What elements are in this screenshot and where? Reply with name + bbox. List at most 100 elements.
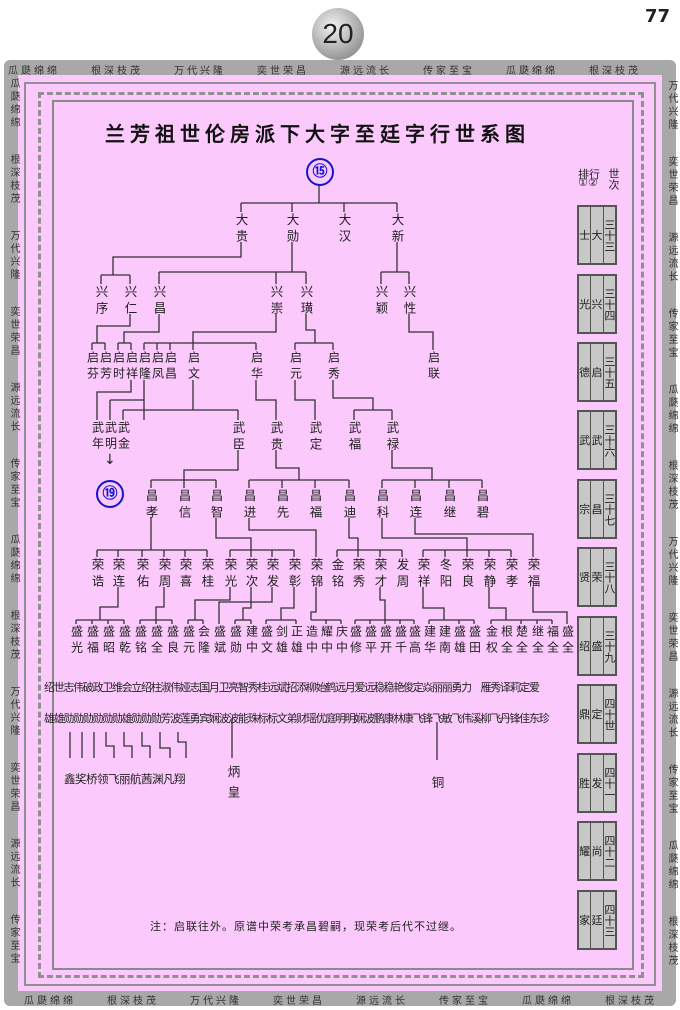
generation-cell-gen: 三十六 — [602, 423, 616, 457]
person-node: 荣孝 — [503, 558, 519, 591]
person-node: 盛千 — [393, 625, 408, 657]
person-node: 启祥 — [124, 351, 139, 383]
person-node: 荣光 — [222, 558, 238, 591]
generation-cell-gen: 四十二 — [602, 834, 616, 868]
border-phrase-right: 传家至宝 — [666, 308, 677, 360]
person-node: 昌科 — [374, 489, 390, 522]
connector-line — [123, 314, 160, 343]
generation-cell-b: 启 — [591, 344, 604, 400]
connector-line — [155, 587, 165, 620]
generation-box: 光兴三十四 — [577, 274, 617, 334]
chapter-badge: 20 — [312, 8, 364, 60]
border-phrase-top: 瓜瓞绵绵 — [8, 66, 60, 77]
border-phrase-left: 奕世荣昌 — [8, 762, 19, 814]
legend-rank-label: 排行 — [578, 168, 600, 181]
generation-cell-a: 宗 — [579, 481, 592, 537]
border-phrase-left: 源远流长 — [8, 382, 19, 434]
connector-line — [332, 380, 374, 410]
connector-line — [408, 314, 434, 350]
border-phrase-left: 传家至宝 — [8, 914, 19, 966]
person-node: 大汉 — [336, 213, 352, 246]
person-node: 荣喜 — [177, 558, 193, 591]
person-node: 昌碧 — [474, 489, 490, 522]
person-node: 武贵 — [268, 421, 284, 454]
generation-cell-gen: 三十八 — [602, 560, 616, 594]
border-phrase-right: 根深枝茂 — [666, 916, 677, 968]
generation-cell-b: 荣 — [591, 549, 604, 605]
generation-cell-a: 家 — [579, 892, 592, 948]
person-node: 盛田 — [467, 625, 482, 657]
ref-marker-19: ⑲ — [96, 480, 124, 508]
person-node: 盛福 — [85, 625, 100, 657]
person-node: 福全 — [545, 625, 560, 657]
generation-cell-gen: 三十九 — [602, 629, 616, 663]
connector-line — [141, 732, 151, 758]
person-node: 昌继 — [441, 489, 457, 522]
border-phrase-bottom: 根深枝茂 — [107, 996, 159, 1007]
person-node: 荣祥 — [415, 558, 431, 591]
generation-box: 贤荣三十八 — [577, 547, 617, 607]
person-node: 建华 — [422, 625, 437, 657]
person-node: 大勋 — [284, 213, 300, 246]
person-node: 盛雄 — [452, 625, 467, 657]
person-node: 荣福 — [525, 558, 541, 591]
person-node: 荣静 — [481, 558, 497, 591]
connector-line — [248, 518, 317, 557]
border-phrase-left: 根深枝茂 — [8, 610, 19, 662]
generation-cell-a: 德 — [579, 344, 592, 400]
generation-cell-gen: 三十四 — [602, 287, 616, 321]
border-phrase-top: 根深枝茂 — [91, 66, 143, 77]
person-node: 兴璜 — [298, 285, 314, 318]
person-node: 昌先 — [274, 489, 290, 522]
connector-line — [218, 587, 273, 624]
border-phrase-left: 瓜瓞绵绵 — [8, 534, 19, 586]
connector-line — [280, 587, 295, 620]
generation-cell-a: 耀 — [579, 823, 592, 879]
person-node: 荣锦 — [308, 558, 324, 591]
person-node: 荣发 — [264, 558, 280, 591]
generation-box: 德启三十五 — [577, 342, 617, 402]
legend-gen-label: 世次 — [607, 168, 620, 190]
border-phrase-top: 源远流长 — [340, 66, 392, 77]
person-node: 盛勋 — [228, 625, 243, 657]
person-node: 盛文 — [259, 625, 274, 657]
person-node: 剑雄 — [274, 625, 289, 657]
generation-box: 士大三十三 — [577, 205, 617, 265]
page-number: 77 — [644, 6, 670, 27]
person-node: 昌迪 — [341, 489, 357, 522]
border-phrase-left: 瓜瓞绵绵 — [8, 78, 19, 130]
person-node: 荣诰 — [89, 558, 105, 591]
generation-cell-b: 昌 — [591, 481, 604, 537]
connector-line — [112, 242, 242, 275]
person-node: 启芬 — [85, 351, 100, 383]
person-node: 荣次 — [243, 558, 259, 591]
generation-cell-a: 胜 — [579, 755, 592, 811]
generation-cell-gen: 三十五 — [602, 355, 616, 389]
person-node: 启隆 — [137, 351, 152, 383]
page-title: 兰芳祖世伦房派下大字至廷字行世系图 — [105, 122, 530, 146]
person-node: 启文 — [186, 351, 201, 383]
generation-cell-a: 鼎 — [579, 686, 592, 742]
generation-cell-b: 大 — [591, 207, 604, 263]
person-node: 盛平 — [363, 625, 378, 657]
connector-line — [532, 587, 568, 624]
person-node: 正雄 — [289, 625, 304, 657]
legend-header: 排行世次 ①② — [578, 168, 620, 190]
person-node: 盛高 — [407, 625, 422, 657]
connector-line — [348, 518, 359, 550]
connector-line — [242, 587, 252, 620]
meander-border-outer — [24, 82, 656, 986]
person-node: 昌孝 — [143, 489, 159, 522]
person-node: 兴昌 — [151, 285, 167, 318]
person-node: 启昌 — [163, 351, 178, 383]
person-node: 盛全 — [560, 625, 575, 657]
person-node: 盛斌 — [212, 625, 227, 657]
gen-fa-group: 鑫奖桥领飞丽航茜渊凡翔 — [64, 772, 186, 786]
border-phrase-bottom: 奕世荣昌 — [273, 996, 325, 1007]
person-node: 荣良 — [459, 558, 475, 591]
meander-border-pattern — [38, 92, 644, 978]
generation-cell-gen: 三十三 — [602, 218, 616, 252]
generation-cell-gen: 四十三 — [602, 903, 616, 937]
generation-box: 家廷四十三 — [577, 890, 617, 950]
